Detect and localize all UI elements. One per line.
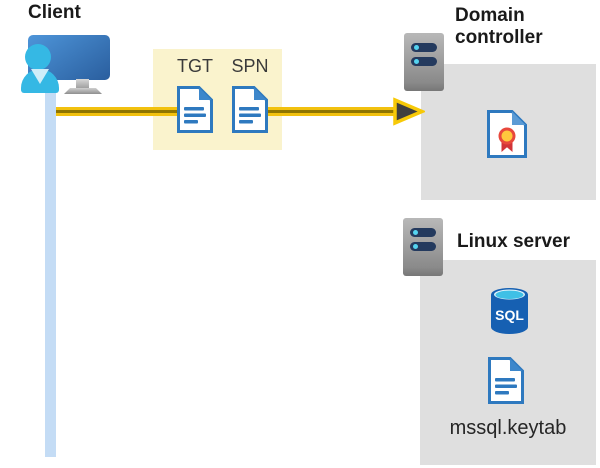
- server-slot: [411, 57, 437, 66]
- server-icon: [404, 33, 444, 91]
- server-led-dot: [412, 230, 418, 235]
- sql-label: SQL: [495, 307, 524, 323]
- linux-server-title: Linux server: [457, 231, 570, 252]
- client-title: Client: [28, 2, 81, 23]
- arrow-right-icon: [392, 96, 425, 127]
- keytab-document-icon: [488, 357, 524, 404]
- client-timeline-line: [45, 88, 56, 457]
- spn-document-icon: [232, 86, 268, 133]
- server-slot: [411, 43, 437, 52]
- server-led-dot: [413, 45, 419, 50]
- client-user-icon: [25, 44, 51, 70]
- sql-database-icon: SQL: [489, 287, 530, 335]
- monitor-stand-icon: [76, 79, 89, 89]
- monitor-stand-base-icon: [64, 88, 102, 94]
- tgt-document-icon: [177, 86, 213, 133]
- server-slot: [410, 228, 436, 237]
- server-icon: [403, 218, 443, 276]
- keytab-filename: mssql.keytab: [449, 417, 567, 439]
- server-slot: [410, 242, 436, 251]
- spn-label: SPN: [231, 56, 269, 76]
- certificate-icon: [487, 110, 527, 158]
- server-led-dot: [413, 59, 419, 64]
- flow-arrow-line-left: [56, 107, 213, 116]
- server-led-dot: [412, 244, 418, 249]
- tgt-label: TGT: [177, 56, 213, 76]
- domain-controller-title: Domain controller: [455, 5, 543, 48]
- flow-arrow-line-right: [233, 107, 398, 116]
